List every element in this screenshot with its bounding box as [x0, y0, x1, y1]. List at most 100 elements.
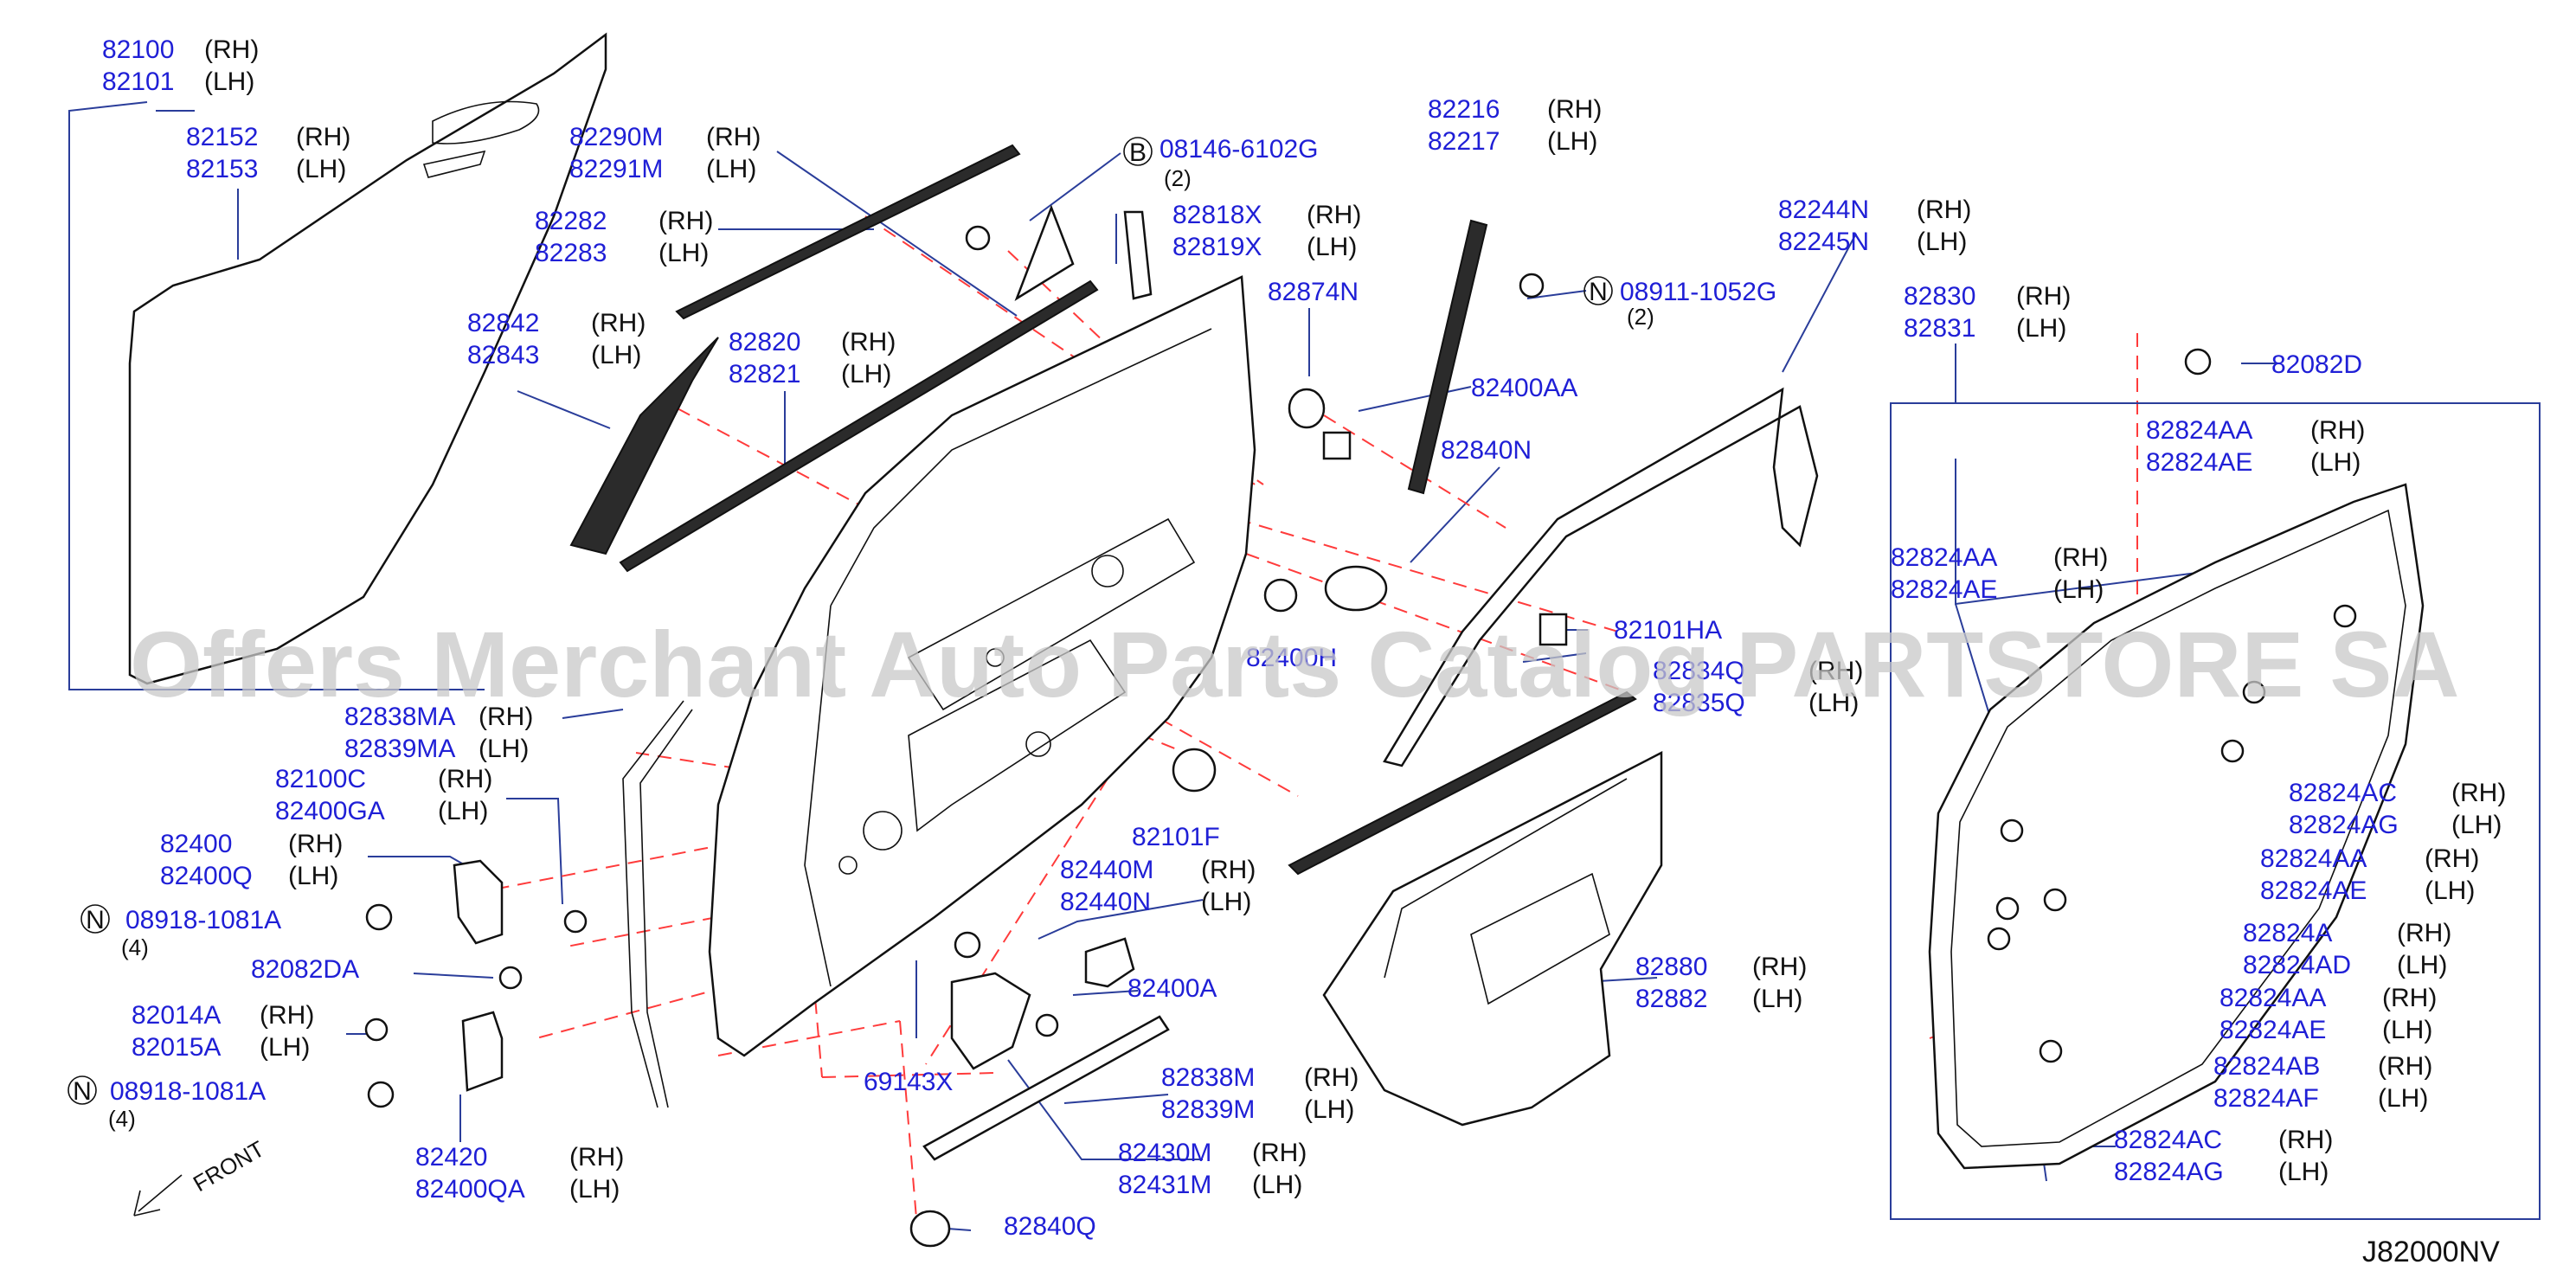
callout-qty: (4)	[108, 1106, 136, 1132]
part-number: 82283	[535, 239, 607, 267]
side-designation: (LH)	[1252, 1171, 1302, 1199]
part-number: 82840Q	[1004, 1212, 1096, 1241]
side-designation: (LH)	[2397, 951, 2447, 979]
side-designation: (RH)	[260, 1001, 314, 1030]
label-82082d: 82082D	[2271, 350, 2362, 379]
label-82842: 82842(RH)82843(LH)	[467, 309, 646, 369]
weatherstrip	[1928, 483, 2425, 1170]
label-82400aa: 82400AA	[1471, 374, 1577, 402]
sash-moldings	[569, 144, 1153, 573]
part-number: 82400H	[1246, 644, 1337, 672]
side-designation: (LH)	[591, 341, 641, 369]
label-82152: 82152(RH)82153(LH)	[186, 123, 350, 183]
side-designation: (LH)	[260, 1033, 310, 1062]
callout-b-08146: B (2)	[1123, 137, 1192, 191]
label-08911: 08911-1052G	[1620, 278, 1776, 306]
side-designation: (RH)	[1547, 95, 1602, 124]
front-indicator: FRONT	[133, 1135, 269, 1217]
side-designation: (RH)	[2310, 416, 2365, 445]
callout-n-08918-lower: N (4)	[67, 1075, 136, 1132]
label-82282: 82282(RH)82283(LH)	[535, 207, 713, 267]
callout-letter: N	[1589, 278, 1608, 306]
part-number: 82842	[467, 309, 539, 337]
side-designation: (LH)	[1808, 689, 1859, 717]
part-number: 82282	[535, 207, 607, 235]
part-number: 82216	[1428, 95, 1500, 124]
part-number: 82831	[1904, 314, 1975, 343]
part-number: 82838M	[1161, 1063, 1255, 1092]
side-designation: (LH)	[204, 67, 254, 96]
callout-qty: (2)	[1627, 304, 1654, 330]
part-number: 82839MA	[344, 735, 455, 763]
side-designation: (RH)	[438, 765, 492, 793]
label-82820: 82820(RH)82821(LH)	[729, 328, 896, 388]
label-82818x: 82818X(RH)82819X(LH)	[1172, 201, 1361, 261]
side-designation: (LH)	[479, 735, 529, 763]
part-number: 82824AC	[2289, 779, 2397, 807]
watermark: Offers Merchant Auto Parts Catalog PARTS…	[130, 612, 2459, 716]
weatherstrip-detail-box	[1890, 402, 2541, 1220]
label-82838m: 82838M(RH)82839M(LH)	[1161, 1063, 1359, 1124]
label-82216: 82216(RH)82217(LH)	[1428, 95, 1602, 156]
side-designation: (LH)	[2016, 314, 2066, 343]
part-number: 82824AC	[2114, 1126, 2222, 1154]
side-designation: (LH)	[296, 155, 346, 183]
label-08918b: 08918-1081A	[110, 1077, 266, 1106]
side-designation: (RH)	[1752, 953, 1807, 981]
label-82824aa-c: 82824AA(RH)82824AE(LH)	[2260, 844, 2479, 905]
side-designation: (RH)	[2053, 543, 2108, 572]
side-designation: (RH)	[1917, 196, 1971, 224]
side-designation: (LH)	[1917, 228, 1967, 256]
part-number: 82245N	[1778, 228, 1869, 256]
outer-door-panel	[128, 32, 607, 685]
door-handle	[950, 937, 1135, 1070]
side-designation: (RH)	[2451, 779, 2506, 807]
side-designation: (RH)	[2016, 282, 2071, 311]
side-designation: (LH)	[1307, 233, 1357, 261]
part-number: 82244N	[1778, 196, 1869, 224]
part-number: 82874N	[1268, 278, 1359, 306]
side-designation: (LH)	[2425, 876, 2475, 905]
side-designation: (RH)	[288, 830, 343, 858]
part-number: 82824AB	[2213, 1052, 2320, 1081]
label-82838ma: 82838MA(RH)82839MA(LH)	[344, 703, 533, 763]
part-number: 82824AE	[2260, 876, 2367, 905]
label-82100: 82100(RH)82101(LH)	[102, 35, 259, 96]
part-number: 82400Q	[160, 862, 253, 890]
callout-n-08918-upper: N (4)	[80, 904, 149, 960]
side-designation: (LH)	[2053, 575, 2104, 604]
side-designation: (LH)	[2451, 811, 2502, 839]
part-number: 82101	[102, 67, 174, 96]
part-number: 82400QA	[415, 1175, 525, 1204]
label-82430m: 82430M(RH)82431M(LH)	[1118, 1139, 1307, 1199]
part-number: 82400	[160, 830, 232, 858]
side-designation: (LH)	[706, 155, 756, 183]
callout-qty: (4)	[121, 934, 149, 960]
label-82824ac-b: 82824AC(RH)82824AG(LH)	[2114, 1126, 2333, 1186]
side-designation: (LH)	[841, 360, 891, 388]
part-number: 82440M	[1060, 856, 1153, 884]
hinge-upper	[453, 859, 504, 945]
side-seals	[622, 700, 693, 1108]
side-designation: (LH)	[1201, 888, 1251, 916]
part-number: 82431M	[1118, 1171, 1211, 1199]
part-number: 82824AF	[2213, 1084, 2319, 1113]
inner-door-frame	[708, 275, 1256, 1057]
part-number: 82153	[186, 155, 258, 183]
part-number: 82830	[1904, 282, 1975, 311]
part-number: 82824AA	[1891, 543, 1997, 572]
label-82840n: 82840N	[1441, 436, 1532, 465]
label-82101ha: 82101HA	[1614, 616, 1722, 645]
label-82824aa-b: 82824AA(RH)82824AE(LH)	[1891, 543, 2108, 604]
label-82824a: 82824A(RH)82824AD(LH)	[2243, 919, 2451, 979]
side-designation: (LH)	[438, 797, 488, 825]
side-designation: (RH)	[2278, 1126, 2333, 1154]
part-number: 82824AE	[2219, 1016, 2326, 1044]
side-designation: (LH)	[1304, 1095, 1354, 1124]
part-number: 82880	[1635, 953, 1707, 981]
label-82014a: 82014A(RH)82015A(LH)	[132, 1001, 314, 1062]
callout-letter: N	[86, 906, 105, 934]
part-number: 08918-1081A	[125, 906, 281, 934]
part-number: 82882	[1635, 985, 1707, 1013]
side-designation: (LH)	[288, 862, 338, 890]
